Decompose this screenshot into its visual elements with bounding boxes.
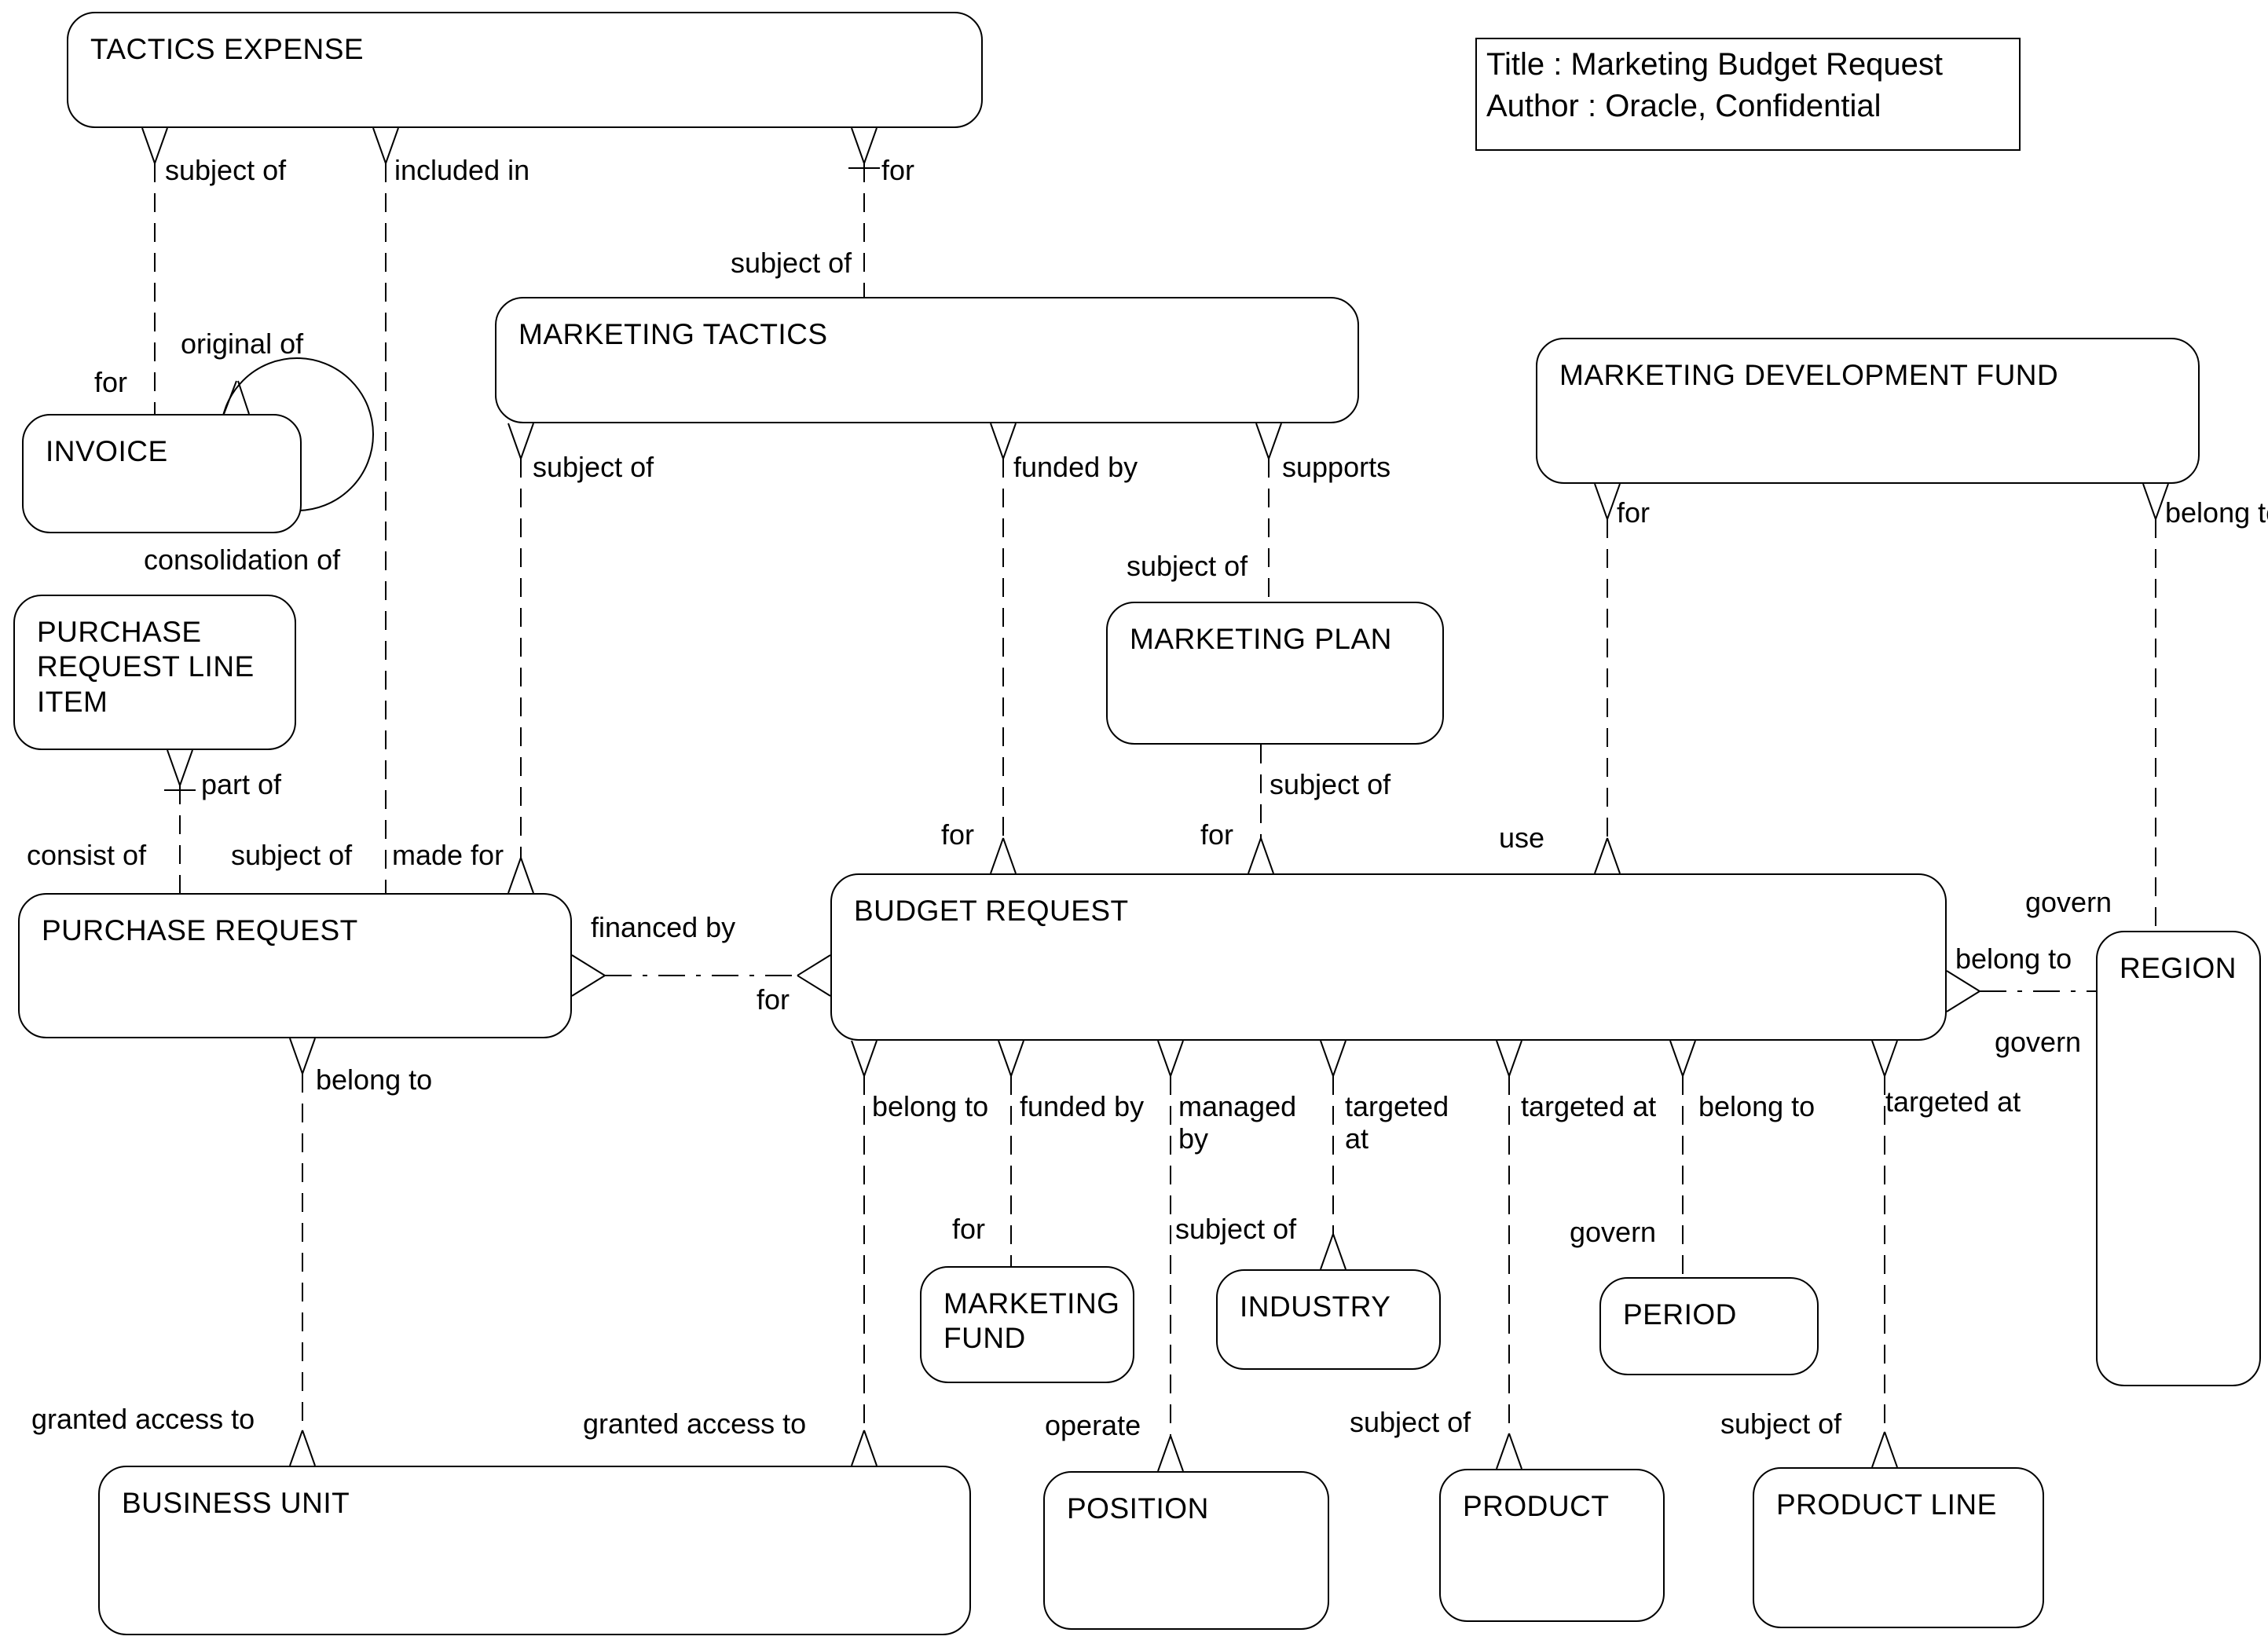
relationship-label: consist of <box>27 839 147 871</box>
entity-marketing-development-fund[interactable]: MARKETING DEVELOPMENT FUND <box>1536 338 2200 484</box>
entity-region[interactable]: REGION <box>2096 931 2261 1386</box>
entity-position[interactable]: POSITION <box>1043 1471 1329 1630</box>
relationship-label: for <box>1617 496 1651 529</box>
cardinality-tick-marks <box>164 167 880 791</box>
relationship-label: subject of <box>1127 550 1248 582</box>
entity-period[interactable]: PERIOD <box>1599 1277 1819 1375</box>
entity-invoice[interactable]: INVOICE <box>22 414 302 533</box>
relationship-label: subject of <box>731 247 852 279</box>
relationship-label: managed by <box>1178 1090 1297 1155</box>
entity-marketing-fund[interactable]: MARKETING FUND <box>920 1266 1134 1383</box>
relationship-label: targeted at <box>1521 1090 1657 1122</box>
entity-marketing-tactics[interactable]: MARKETING TACTICS <box>495 297 1359 423</box>
relationship-label: use <box>1499 822 1545 854</box>
relationship-label: belong to <box>1698 1090 1815 1122</box>
relationship-label: consolidation of <box>144 544 341 576</box>
relationship-label: belong to <box>872 1090 989 1122</box>
relationship-label: subject of <box>1720 1408 1842 1440</box>
relationship-label: targeted at <box>1345 1090 1449 1155</box>
relationship-label: for <box>941 818 975 851</box>
diagram-title: Title : Marketing Budget Request <box>1486 47 1944 82</box>
relationship-label: part of <box>201 768 282 800</box>
relationship-label: granted access to <box>583 1408 807 1440</box>
relationship-label: govern <box>1995 1026 2082 1058</box>
entity-product-line[interactable]: PRODUCT LINE <box>1753 1467 2044 1628</box>
relationship-label: subject of <box>1350 1406 1471 1438</box>
crows-foot-markers <box>141 127 2169 1472</box>
entity-budget-request[interactable]: BUDGET REQUEST <box>830 873 1947 1041</box>
relationship-label: subject of <box>165 154 287 186</box>
entity-product[interactable]: PRODUCT <box>1439 1469 1665 1622</box>
relationship-label: for <box>757 983 790 1016</box>
relationship-label: subject of <box>1175 1213 1297 1245</box>
relationship-label: supports <box>1282 451 1391 483</box>
entity-marketing-plan[interactable]: MARKETING PLAN <box>1106 602 1444 745</box>
relationship-label: subject of <box>1270 768 1391 800</box>
diagram-author: Author : Oracle, Confidential <box>1486 88 1881 123</box>
entity-business-unit[interactable]: BUSINESS UNIT <box>98 1466 971 1635</box>
relationship-label: belong to <box>316 1063 433 1096</box>
relationship-label: financed by <box>591 911 736 943</box>
relationship-label: operate <box>1045 1409 1141 1441</box>
entity-industry[interactable]: INDUSTRY <box>1216 1269 1441 1370</box>
relationship-label: for <box>1200 818 1234 851</box>
entity-purchase-request[interactable]: PURCHASE REQUEST <box>18 893 572 1038</box>
relationship-label: included in <box>394 154 530 186</box>
relationship-label: for <box>952 1213 986 1245</box>
relationship-label: subject of <box>533 451 654 483</box>
relationship-label: for <box>881 154 915 186</box>
connector-dashed-lines <box>154 163 2156 1436</box>
relationship-label: original of <box>181 328 304 360</box>
diagram-title-box: Title : Marketing Budget Request Author … <box>1475 38 2021 151</box>
relationship-label: made for <box>392 839 504 871</box>
relationship-label: funded by <box>1013 451 1138 483</box>
relationship-label: govern <box>1570 1216 1657 1248</box>
relationship-label: govern <box>2025 886 2112 918</box>
connector-dashdot-lines <box>605 975 2096 992</box>
relationship-label: subject of <box>231 839 353 871</box>
relationship-label: targeted at <box>1885 1085 2021 1118</box>
relationship-label: funded by <box>1020 1090 1145 1122</box>
relationship-label: belong to <box>2165 496 2268 529</box>
entity-purchase-request-line-item[interactable]: PURCHASE REQUEST LINE ITEM <box>13 595 296 750</box>
relationship-label: for <box>94 366 128 398</box>
relationship-label: granted access to <box>31 1403 255 1435</box>
relationship-label: belong to <box>1955 943 2072 975</box>
entity-tactics-expense[interactable]: TACTICS EXPENSE <box>67 12 983 128</box>
